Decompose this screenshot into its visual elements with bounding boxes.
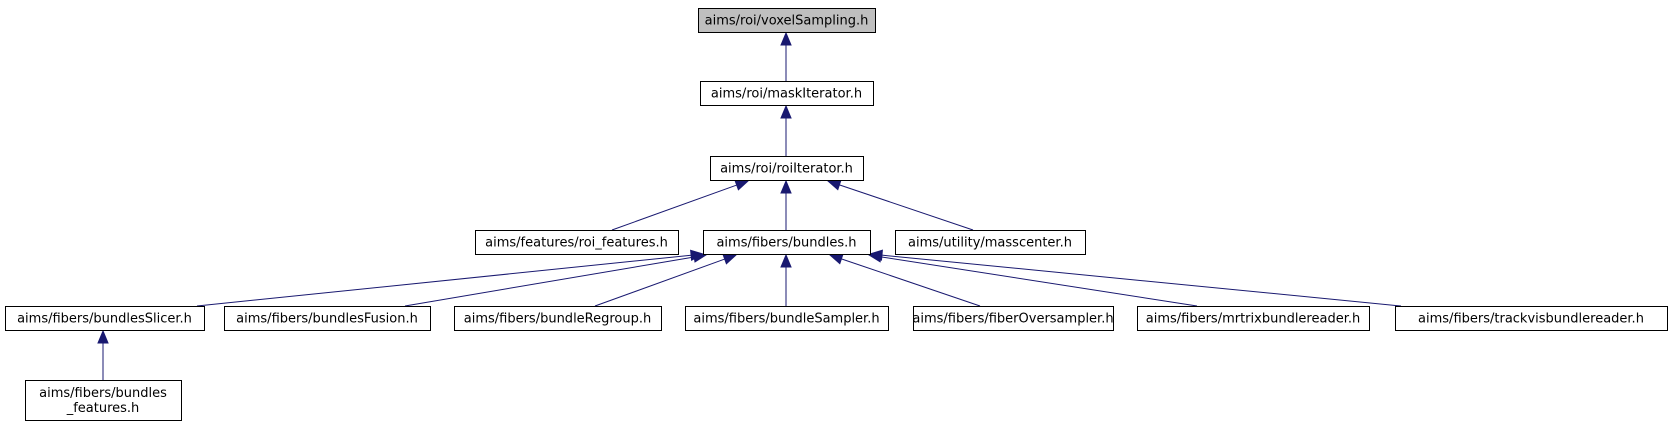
edge-bundles_features-to-bundlesSlicer: [97, 329, 109, 380]
node-label: _features.h: [66, 401, 140, 416]
edge-arrowhead: [780, 104, 792, 119]
node-label: aims/utility/masscenter.h: [908, 236, 1072, 251]
node-label: aims/fibers/fiberOversampler.h: [912, 312, 1113, 327]
edge-bundleSampler-to-bundles: [780, 253, 792, 306]
node-label: aims/roi/voxelSampling.h: [705, 14, 869, 29]
node-box: [710, 156, 864, 181]
node-bundles[interactable]: aims/fibers/bundles.h: [703, 230, 871, 255]
edge-arrowhead: [722, 253, 738, 265]
edge-roi_features-to-roiIterator: [611, 179, 750, 231]
edge-line: [841, 258, 981, 307]
node-box: [698, 8, 876, 33]
node-maskIterator[interactable]: aims/roi/maskIterator.h: [700, 81, 874, 106]
node-box: [475, 230, 679, 255]
node-label: aims/fibers/trackvisbundlereader.h: [1418, 312, 1644, 327]
edge-arrowhead: [734, 179, 750, 191]
node-bundleSampler[interactable]: aims/fibers/bundleSampler.h: [685, 306, 889, 331]
node-label: aims/fibers/bundleSampler.h: [693, 312, 879, 327]
edge-arrowhead: [826, 179, 842, 191]
node-box: [913, 306, 1114, 331]
edge-line: [881, 254, 1402, 307]
edge-arrowhead: [780, 179, 792, 194]
node-box: [224, 306, 431, 331]
node-label: aims/roi/roiIterator.h: [720, 162, 853, 177]
node-box: [5, 306, 205, 331]
edge-bundleRegroup-to-bundles: [594, 253, 738, 307]
edges-layer: [97, 31, 1402, 380]
node-bundleRegroup[interactable]: aims/fibers/bundleRegroup.h: [454, 306, 662, 331]
edge-line: [594, 258, 725, 307]
node-trackvisbundlereader[interactable]: aims/fibers/trackvisbundlereader.h: [1395, 306, 1668, 331]
edge-line: [196, 254, 692, 307]
node-bundlesFusion[interactable]: aims/fibers/bundlesFusion.h: [224, 306, 431, 331]
node-label: aims/fibers/mrtrixbundlereader.h: [1146, 312, 1360, 327]
edge-line: [839, 184, 974, 231]
edge-maskIterator-to-voxelSampling: [780, 31, 792, 81]
edge-line: [611, 184, 737, 231]
node-box: [25, 380, 182, 421]
node-bundles_features[interactable]: aims/fibers/bundles_features.h: [25, 380, 182, 421]
edge-bundlesFusion-to-bundles: [404, 251, 708, 307]
edge-bundlesSlicer-to-bundles: [196, 249, 705, 307]
node-box: [454, 306, 662, 331]
node-label: aims/fibers/bundles.h: [716, 236, 856, 251]
node-label: aims/roi/maskIterator.h: [711, 87, 862, 102]
edge-arrowhead: [828, 253, 844, 265]
edge-arrowhead: [780, 253, 792, 268]
node-label: aims/fibers/bundlesFusion.h: [236, 312, 418, 327]
edge-fiberOversampler-to-bundles: [828, 253, 981, 307]
node-roi_features[interactable]: aims/features/roi_features.h: [475, 230, 679, 255]
edge-arrowhead: [97, 329, 109, 344]
node-box: [1395, 306, 1668, 331]
edge-arrowhead: [868, 249, 883, 261]
node-bundlesSlicer[interactable]: aims/fibers/bundlesSlicer.h: [5, 306, 205, 331]
edge-arrowhead: [780, 31, 792, 46]
node-masscenter[interactable]: aims/utility/masscenter.h: [895, 230, 1086, 255]
edge-roiIterator-to-maskIterator: [780, 104, 792, 156]
node-mrtrixbundlereader[interactable]: aims/fibers/mrtrixbundlereader.h: [1137, 306, 1370, 331]
edge-trackvisbundlereader-to-bundles: [868, 249, 1402, 307]
node-voxelSampling: aims/roi/voxelSampling.h: [698, 8, 876, 33]
node-roiIterator[interactable]: aims/roi/roiIterator.h: [710, 156, 864, 181]
edge-masscenter-to-roiIterator: [826, 179, 974, 231]
node-label: aims/fibers/bundleRegroup.h: [464, 312, 652, 327]
node-label: aims/fibers/bundles: [39, 386, 167, 401]
edge-line: [880, 256, 1198, 307]
node-label: aims/features/roi_features.h: [485, 236, 668, 251]
node-box: [685, 306, 889, 331]
edge-bundles-to-roiIterator: [780, 179, 792, 230]
node-box: [895, 230, 1086, 255]
node-box: [703, 230, 871, 255]
node-fiberOversampler[interactable]: aims/fibers/fiberOversampler.h: [912, 306, 1114, 331]
nodes-layer: aims/roi/voxelSampling.h aims/roi/maskIte…: [5, 8, 1668, 421]
edge-line: [404, 256, 695, 307]
edge-arrowhead: [692, 251, 708, 263]
node-box: [1137, 306, 1370, 331]
edge-mrtrixbundlereader-to-bundles: [867, 251, 1198, 307]
node-label: aims/fibers/bundlesSlicer.h: [17, 312, 192, 327]
node-box: [700, 81, 874, 106]
